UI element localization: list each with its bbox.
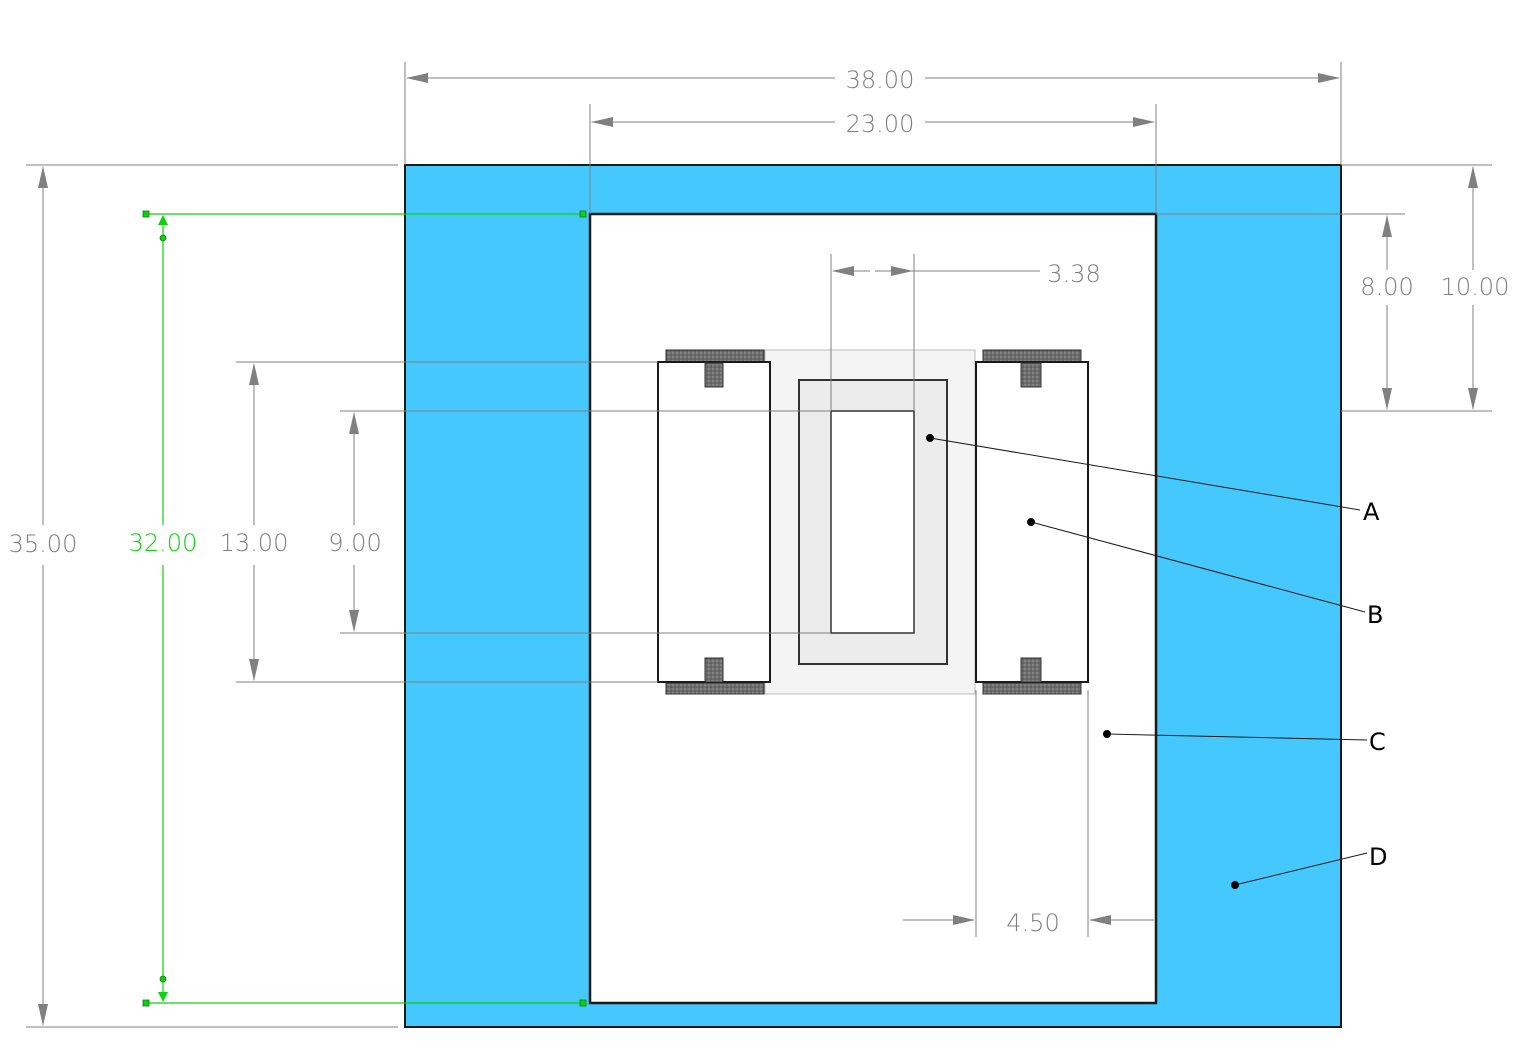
extension-lines [26, 62, 1492, 1028]
dim-coil-width[interactable]: 4.50 [1006, 909, 1059, 937]
dim-coil-height[interactable]: 13.00 [220, 529, 289, 557]
coil-right-top-clamp [982, 349, 1082, 363]
coil-right-bottom-tab [1020, 657, 1042, 683]
callout-label-c: C [1369, 728, 1386, 756]
dim-overall-width[interactable]: 38.00 [846, 66, 915, 94]
callout-label-a: A [1363, 498, 1380, 526]
coil-left-bottom-clamp [665, 682, 765, 695]
coil-left-bottom-tab [704, 657, 724, 683]
coil-left [657, 361, 771, 683]
dim-overall-height[interactable]: 35.00 [9, 530, 78, 558]
dim-slot-height[interactable]: 9.00 [328, 529, 381, 557]
dim-window-height[interactable]: 32.00 [129, 529, 198, 557]
core-slot [830, 410, 915, 634]
highlight-grips[interactable] [142, 210, 587, 1007]
callout-label-d: D [1369, 843, 1387, 871]
dim-window-top-offset[interactable]: 8.00 [1360, 273, 1413, 301]
dim-window-width[interactable]: 23.00 [846, 110, 915, 138]
coil-left-top-clamp [665, 349, 765, 363]
dim-slot-top-offset[interactable]: 10.00 [1441, 273, 1510, 301]
callout-dots [926, 434, 1239, 889]
coil-left-top-tab [704, 362, 724, 388]
dimension-lines [38, 73, 1478, 1026]
dim-core-gap[interactable]: 3.38 [1047, 260, 1100, 288]
highlight-dimension [146, 213, 583, 1004]
coil-right-top-tab [1020, 362, 1042, 388]
coil-right-bottom-clamp [982, 682, 1082, 695]
callout-label-b: B [1367, 601, 1383, 629]
callout-leaders [929, 437, 1368, 886]
